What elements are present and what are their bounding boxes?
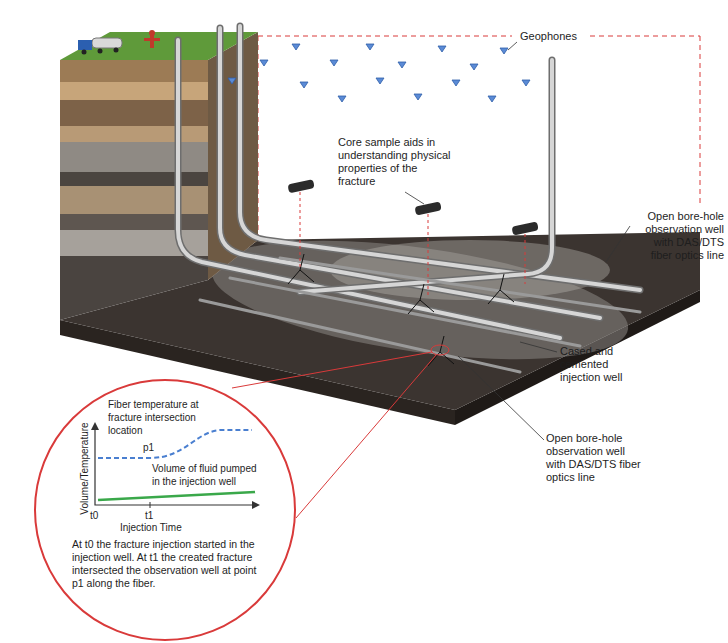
note-label: Core sample aids in understanding physic… [338,136,456,188]
frame [258,36,700,240]
part-label: Open bore-hole observation well with DAS… [632,210,724,262]
axis-label: Volume/Temperature [78,422,91,514]
wellhead [144,30,160,48]
tick-label: t1 [145,509,161,522]
series-label: Volume of fluid pumped in the injection … [152,462,262,488]
inset-circle: Fiber temperature at fracture intersecti… [33,378,297,642]
series-label: Fiber temperature at fracture intersecti… [108,398,216,437]
point-label: p1 [143,441,163,454]
wells [178,26,640,372]
tick-label: t0 [90,509,106,522]
geophones [228,44,530,102]
part-label: Geophones [520,30,595,43]
strata [60,60,208,320]
part-label: Open bore-hole observation well with DAS… [546,432,642,484]
ground-surface [60,32,258,60]
block-side [208,32,258,280]
axis-label: Injection Time [120,521,210,534]
truck [78,38,122,55]
core-samples [287,179,538,296]
caption-text: At t0 the fracture injection started in … [72,538,262,590]
part-label: Cased and cemented injection well [560,345,636,384]
fractures [288,254,514,366]
